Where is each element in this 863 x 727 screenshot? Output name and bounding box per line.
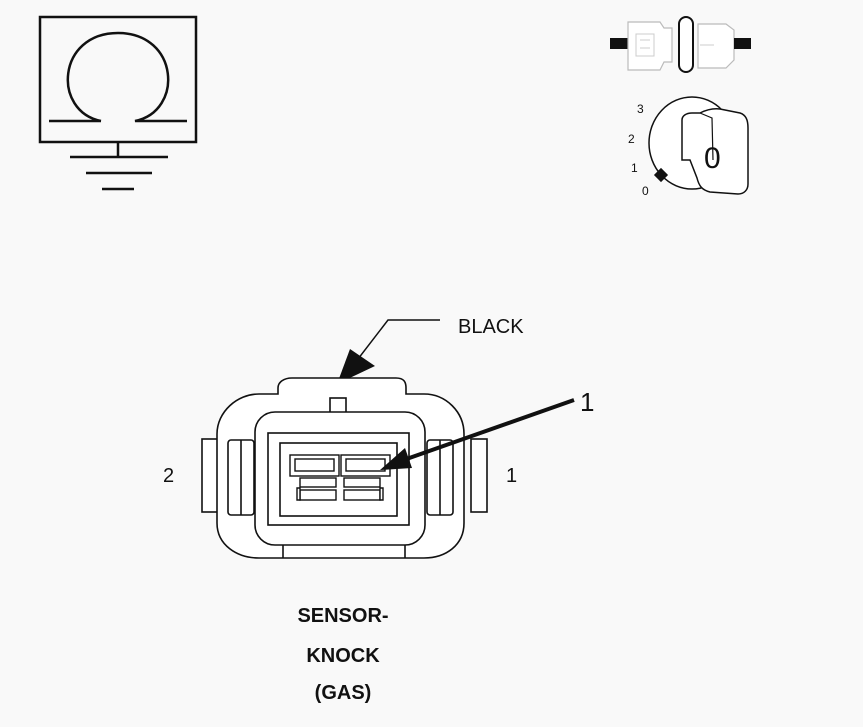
caption-line-3: (GAS) <box>314 682 372 704</box>
pin-label-1: 1 <box>506 465 517 487</box>
pin-label-2: 2 <box>163 465 174 487</box>
connector-color-label: BLACK <box>458 316 524 338</box>
ignition-position-2: 2 <box>628 132 635 146</box>
callout-arrow <box>380 398 575 470</box>
ignition-position-1: 1 <box>631 161 638 175</box>
terminal-pin-1 <box>340 454 391 501</box>
ignition-position-0: 0 <box>642 184 649 198</box>
terminal-pin-2 <box>289 454 340 501</box>
ignition-key-icon: 3 2 1 0 0 <box>628 96 749 198</box>
connector-disconnect-icon <box>610 16 751 73</box>
ignition-position-3: 3 <box>637 102 644 116</box>
caption-line-2: KNOCK <box>306 645 380 667</box>
caption-line-1: SENSOR- <box>297 605 389 627</box>
callout-number: 1 <box>580 387 594 417</box>
ignition-key-position-label: 0 <box>704 142 721 175</box>
color-leader <box>337 319 440 384</box>
ohmmeter-ground-icon <box>38 15 198 191</box>
